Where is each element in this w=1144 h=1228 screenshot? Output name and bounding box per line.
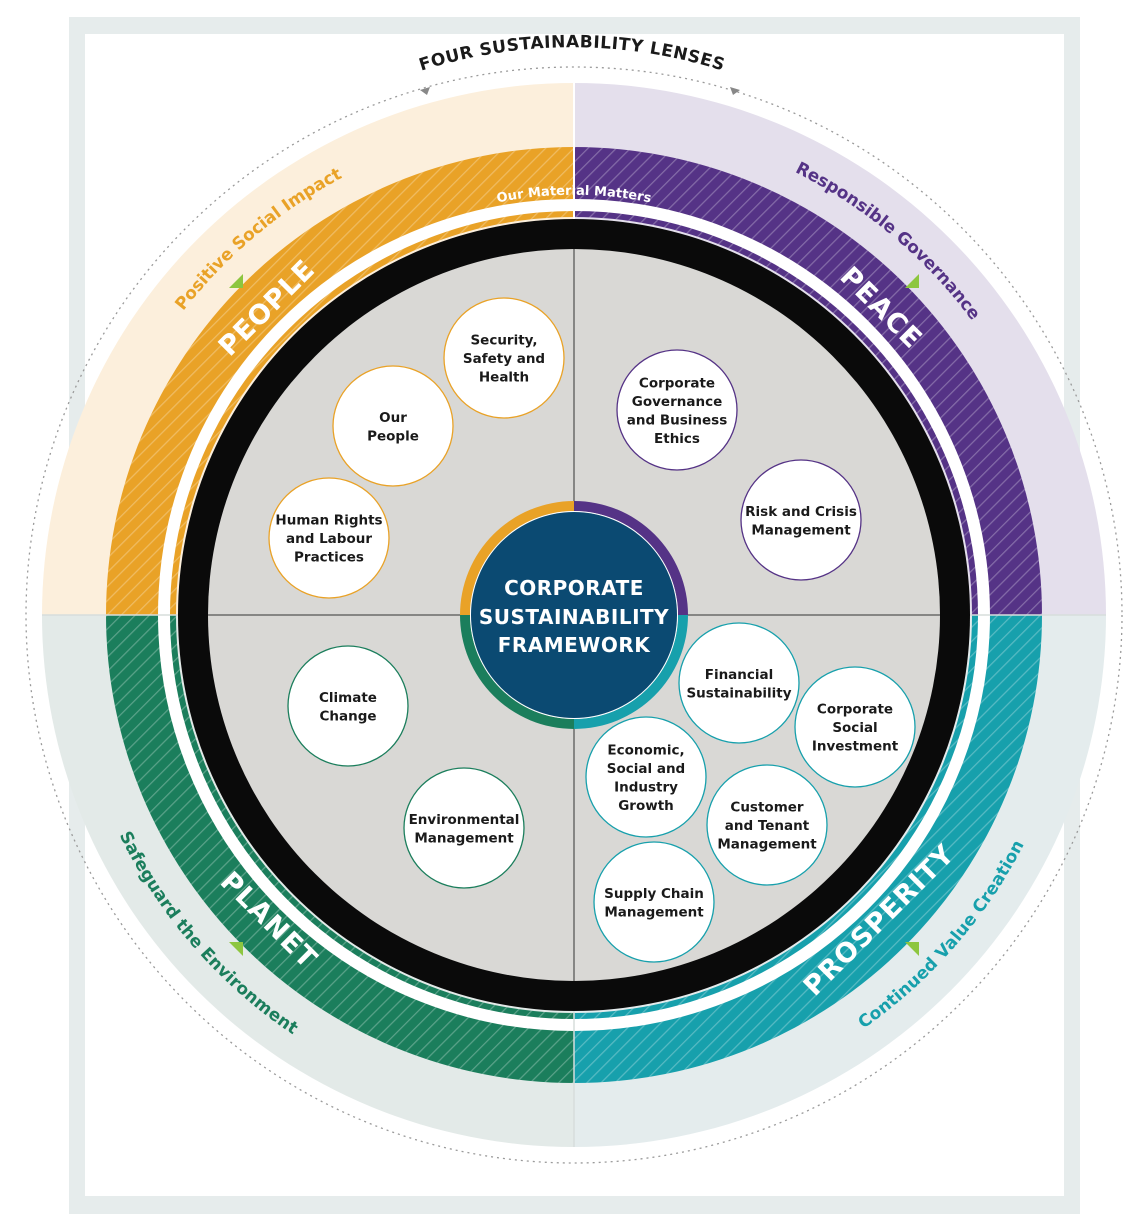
bubble-text-line: Risk and Crisis [745, 504, 857, 520]
people-center-ring [460, 501, 574, 615]
bubble-text-line: Health [479, 370, 529, 386]
bubble-text-line: Industry [614, 779, 678, 795]
bubble-circle [403, 767, 525, 889]
prosperity-center-ring [574, 615, 688, 729]
bubble-text-line: Growth [618, 798, 674, 814]
bubble-text-line: Practices [294, 550, 364, 566]
peace-band-hatch [574, 147, 1042, 615]
bubble-text-line: Corporate [639, 375, 715, 391]
title-arrow-left-icon [420, 87, 430, 95]
bubble-text-line: Climate [319, 690, 377, 706]
bubble-text-line: and Business [627, 412, 728, 428]
bubble-text-line: Sustainability [686, 685, 791, 701]
bubble-text-line: Management [751, 522, 851, 538]
bubble-text-line: Management [414, 830, 514, 846]
bubble-text-line: Investment [812, 739, 899, 755]
title-arrow-right-icon [730, 87, 740, 95]
bubble-text-line: Change [319, 708, 376, 724]
peace-center-ring [574, 501, 688, 615]
people-band-hatch [106, 147, 574, 615]
bubble-text-line: and Tenant [725, 818, 810, 834]
bubble-text-line: Our [379, 410, 407, 426]
material-matters-label: Our Material Matters [495, 184, 652, 207]
bubble-text-line: Corporate [817, 702, 893, 718]
bubble-text-line: Management [717, 837, 817, 853]
bubble-text-line: Security, [470, 333, 537, 349]
bubble-text-line: Environmental [409, 812, 520, 828]
lens-arrow-icon [905, 274, 919, 288]
center-line-1: CORPORATE [504, 576, 644, 600]
bubble-text-line: Social [832, 720, 877, 736]
lens-arrow-icon [229, 942, 243, 956]
bubble-text-line: and Labour [286, 531, 372, 547]
bubble-circle [332, 365, 454, 487]
bubble-text-line: Economic, [607, 742, 684, 758]
bubble-text-line: Human Rights [275, 513, 382, 529]
planet-center-ring [460, 615, 574, 729]
bubble-text-line: Customer [730, 800, 804, 816]
bubble-circle [287, 645, 409, 767]
dotted-outer-circle [25, 66, 1123, 1164]
center-line-3: FRAMEWORK [498, 633, 652, 657]
bubble-text-line: Ethics [654, 431, 700, 447]
lens-arrow-icon [229, 274, 243, 288]
bubble-circle [443, 297, 565, 419]
bubble-text-line: Supply Chain [604, 886, 704, 902]
prosperity-band-hatch [574, 615, 1042, 1083]
bubble-circle [678, 622, 800, 744]
bubble-circle [706, 764, 828, 886]
bubble-circle [616, 349, 738, 471]
bubble-text-line: Financial [705, 667, 774, 683]
lens-arrow-icon [905, 942, 919, 956]
bubble-circle [593, 841, 715, 963]
bubble-circle [794, 666, 916, 788]
bubble-text-line: People [367, 428, 419, 444]
bubble-text-line: Management [604, 904, 704, 920]
bubble-text-line: Safety and [463, 351, 545, 367]
center-line-2: SUSTAINABILITY [479, 605, 669, 629]
bubble-circle [585, 716, 707, 838]
bubble-text-line: Social and [607, 761, 685, 777]
bubble-circle [740, 459, 862, 581]
bubble-text-line: Governance [632, 394, 722, 410]
planet-band-hatch [106, 615, 574, 1083]
diagram-title: FOUR SUSTAINABILITY LENSES [417, 32, 728, 75]
center-circle [471, 512, 677, 718]
bubble-circle [268, 477, 390, 599]
